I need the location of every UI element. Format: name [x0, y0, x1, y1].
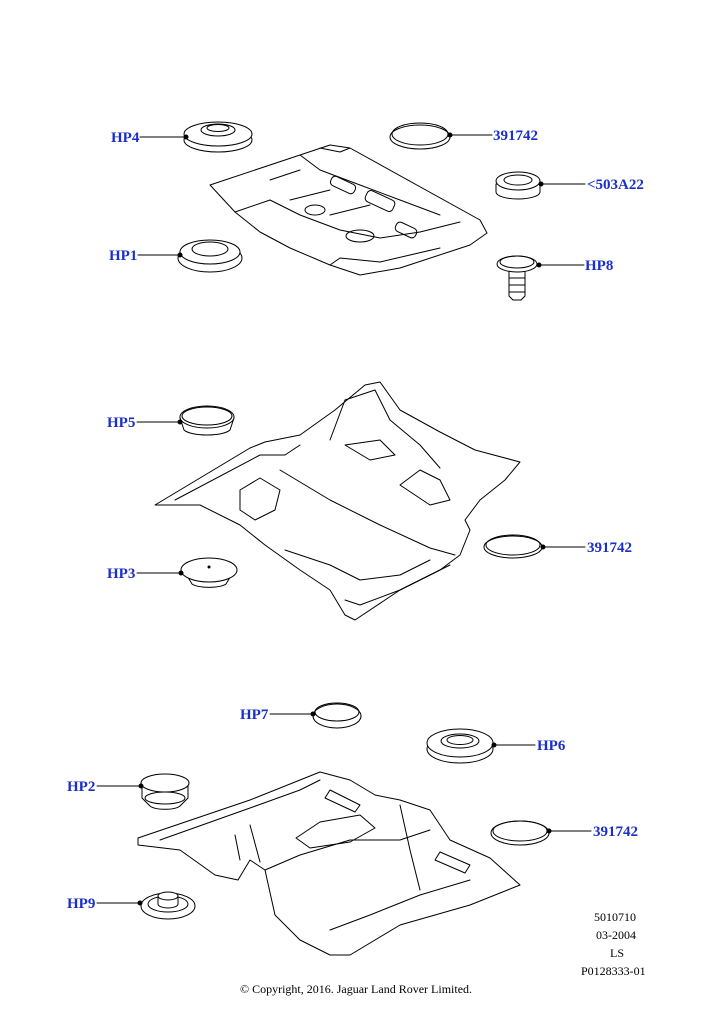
plug-hp5	[179, 405, 235, 436]
copyright-notice: © Copyright, 2016. Jaguar Land Rover Lim…	[239, 982, 473, 996]
plug-hp9	[140, 891, 196, 920]
floor-pan-lower	[137, 771, 521, 956]
illustration-date: 03-2004	[596, 928, 636, 942]
clip-hp8	[496, 255, 538, 301]
plug-hp7	[312, 702, 362, 729]
label-391742-c[interactable]: 391742	[593, 824, 638, 840]
label-hp9[interactable]: HP9	[67, 896, 96, 912]
label-hp2[interactable]: HP2	[67, 779, 96, 795]
label-hp5[interactable]: HP5	[107, 415, 136, 431]
plug-hp1	[177, 239, 243, 273]
illustration-model: LS	[610, 946, 625, 960]
label-503a22[interactable]: <503A22	[587, 177, 644, 193]
floor-pan-middle	[154, 381, 521, 621]
label-hp3[interactable]: HP3	[107, 566, 136, 582]
floor-pan-upper	[209, 144, 488, 276]
label-391742-a[interactable]: 391742	[493, 128, 538, 144]
label-hp6[interactable]: HP6	[537, 738, 566, 754]
label-hp1[interactable]: HP1	[109, 248, 138, 264]
label-hp8[interactable]: HP8	[585, 258, 614, 274]
label-391742-b[interactable]: 391742	[587, 540, 632, 556]
plug-391742-a	[389, 122, 451, 150]
leader-lines	[96, 132, 592, 906]
plug-hp4	[183, 121, 253, 153]
label-hp4[interactable]: HP4	[111, 130, 140, 146]
plug-hp6	[426, 728, 494, 764]
label-hp7[interactable]: HP7	[240, 707, 269, 723]
plug-hp2	[140, 773, 190, 810]
plug-hp3	[180, 557, 238, 588]
illustration-code: 5010710	[594, 910, 636, 924]
plug-391742-c	[490, 820, 550, 846]
plug-503a22	[495, 171, 541, 200]
plug-391742-b	[483, 534, 543, 559]
illustration-id: P0128333-01	[581, 964, 646, 978]
